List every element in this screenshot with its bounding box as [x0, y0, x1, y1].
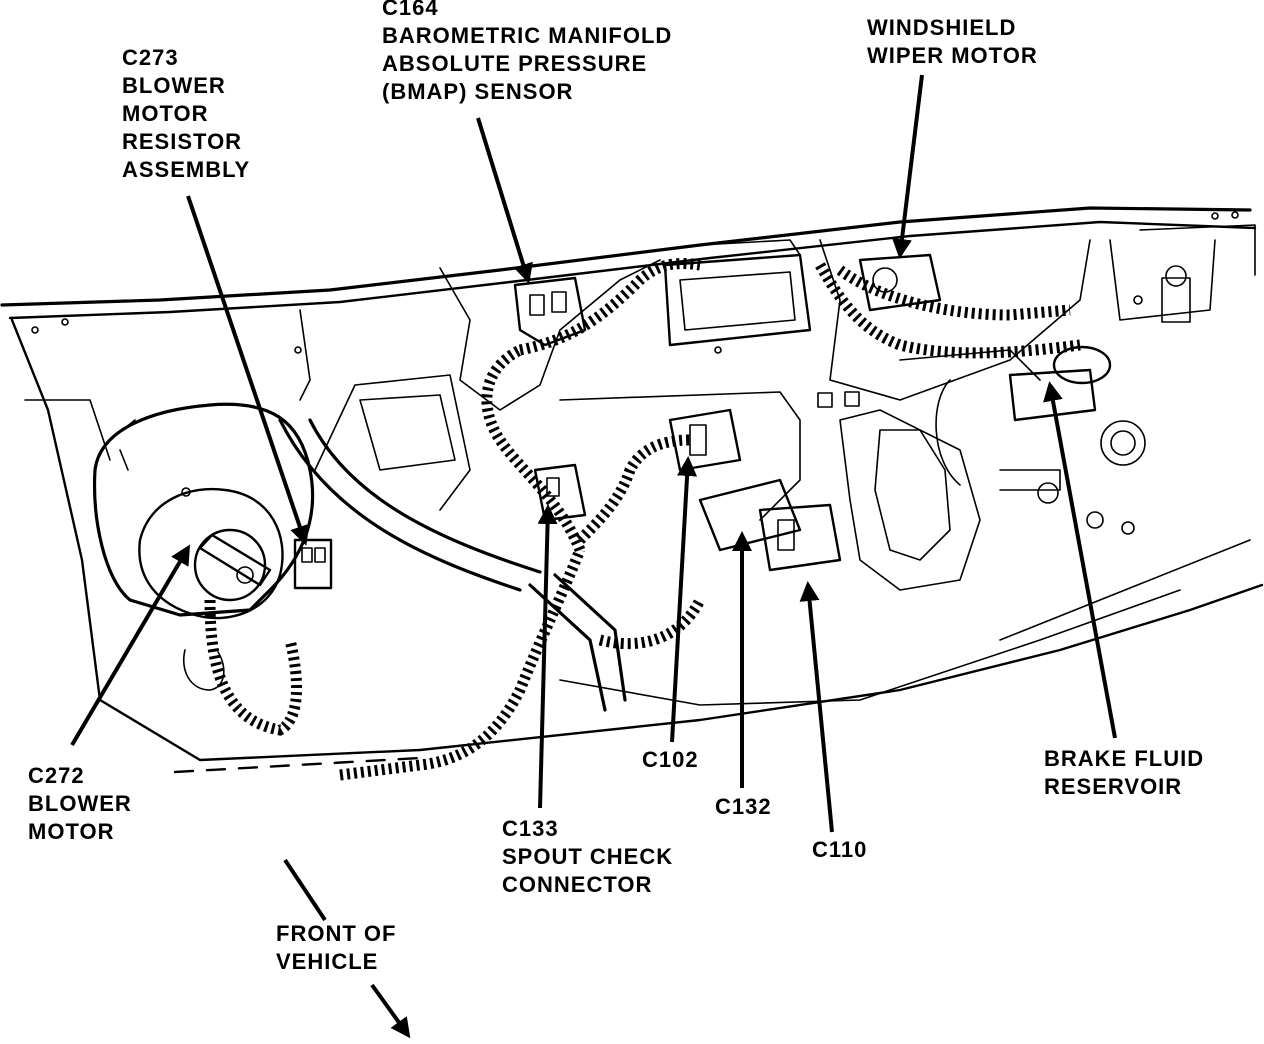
label-c272: C272 BLOWER MOTOR	[28, 763, 132, 844]
brake-reservoir	[1008, 265, 1191, 422]
label-c273: C273 BLOWER MOTOR RESISTOR ASSEMBLY	[122, 45, 251, 182]
arrow-c272	[70, 544, 191, 747]
arrow-c164	[476, 117, 533, 284]
label-wiper-motor: WINDSHIELD WIPER MOTOR	[867, 15, 1038, 68]
arrow-c102	[670, 456, 698, 743]
label-c110: C110	[812, 837, 868, 862]
label-brake-fluid-reservoir: BRAKE FLUID RESERVOIR	[1044, 746, 1205, 799]
firewall-module	[663, 239, 812, 347]
vacuum-hose	[278, 418, 627, 712]
label-front-of-vehicle: FRONT OF VEHICLE	[276, 921, 397, 974]
label-c133: C133 SPOUT CHECK CONNECTOR	[502, 816, 674, 897]
cowl-panel	[0, 206, 1264, 762]
blower-resistor	[293, 538, 333, 590]
arrow-c133	[537, 504, 558, 809]
fasteners	[31, 211, 1239, 504]
bmap-sensor	[513, 276, 587, 347]
label-c164: C164 BAROMETRIC MANIFOLD ABSOLUTE PRESSU…	[382, 0, 673, 104]
blower-housing	[92, 374, 471, 691]
arrow-front-head	[370, 983, 411, 1039]
blower-motor	[193, 528, 272, 602]
connectors	[533, 408, 842, 572]
arrow-c110	[799, 581, 834, 833]
arrow-wiper	[892, 74, 924, 259]
wiper-motor	[858, 253, 942, 312]
leader-arrows	[70, 74, 1117, 1039]
label-c132: C132	[715, 794, 772, 819]
firewall-detail	[299, 239, 1216, 591]
label-c102: C102	[642, 747, 699, 772]
arrow-c273	[186, 195, 310, 546]
dashed-line	[173, 756, 422, 774]
arrow-brake	[1043, 381, 1117, 739]
arrow-front-tail	[283, 858, 327, 922]
